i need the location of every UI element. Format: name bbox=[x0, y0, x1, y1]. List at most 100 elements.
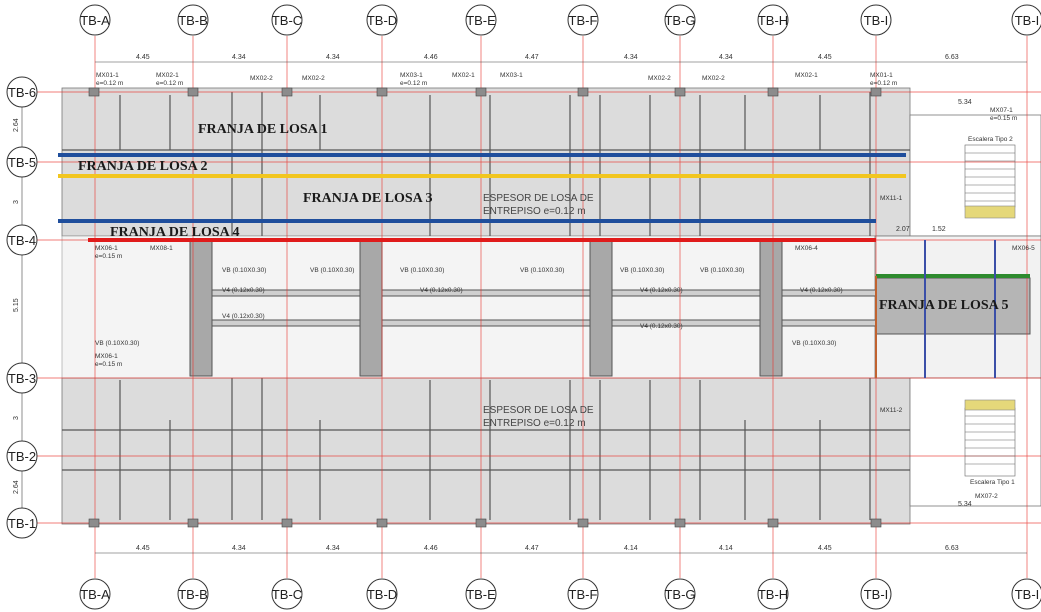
column bbox=[187, 518, 199, 528]
columns bbox=[88, 87, 882, 528]
axis-label: TB-3 bbox=[8, 371, 36, 386]
dimension: 4.46 bbox=[424, 54, 438, 61]
axis-labels-left: TB-6 TB-5 TB-4 TB-3 TB-2 TB-1 bbox=[8, 85, 36, 531]
axis-label: TB-C bbox=[272, 13, 302, 28]
corridor-wall bbox=[589, 239, 613, 377]
axis-label: TB-5 bbox=[8, 155, 36, 170]
lower-slab bbox=[61, 377, 911, 525]
dimension: 2.64 bbox=[13, 118, 20, 132]
interior-walls bbox=[62, 92, 910, 520]
wall-thickness: e=0.12 m bbox=[870, 80, 897, 87]
wall-thickness: e=0.15 m bbox=[990, 115, 1017, 122]
axis-label: TB-I bbox=[864, 587, 889, 602]
dimension-values-bottom: 4.45 4.34 4.34 4.46 4.47 4.14 4.14 4.45 … bbox=[136, 545, 959, 552]
wall-tag: MX06-1 bbox=[95, 353, 118, 360]
strip-label-3: FRANJA DE LOSA 3 bbox=[303, 191, 433, 206]
corridor-wall bbox=[759, 239, 783, 377]
wall-tag: MX08-1 bbox=[150, 245, 173, 252]
beam-label: VB (0.10X0.30) bbox=[400, 267, 444, 274]
slab-note-top-1: ESPESOR DE LOSA DE bbox=[483, 193, 594, 204]
axis-label: TB-B bbox=[178, 587, 208, 602]
wall-tag: MX11-1 bbox=[880, 195, 903, 202]
wall-tag: MX02-2 bbox=[302, 75, 325, 82]
strip-label-4: FRANJA DE LOSA 4 bbox=[110, 225, 240, 240]
slab-strips bbox=[58, 153, 1030, 378]
column bbox=[674, 518, 686, 528]
axis-label: TB-E bbox=[466, 13, 496, 28]
axis-labels-top: TB-A TB-B TB-C TB-D TB-E TB-F TB-G TB-H … bbox=[80, 13, 1039, 28]
axis-label: TB-F bbox=[569, 587, 598, 602]
dimension: 4.47 bbox=[525, 54, 539, 61]
beam-label: VB (0.10X0.30) bbox=[95, 340, 139, 347]
column bbox=[376, 518, 388, 528]
axis-label: TB-4 bbox=[8, 233, 36, 248]
axis-label: TB-A bbox=[80, 13, 110, 28]
grid-lines bbox=[36, 36, 1041, 578]
corridor-wall bbox=[359, 239, 383, 377]
beam-label: VB (0.10X0.30) bbox=[520, 267, 564, 274]
dimension: 4.45 bbox=[136, 54, 150, 61]
corridor-beams bbox=[189, 239, 1031, 377]
beam-label: VB (0.10X0.30) bbox=[222, 267, 266, 274]
column bbox=[187, 87, 199, 97]
wall-thickness: e=0.12 m bbox=[96, 80, 123, 87]
dimension: 5.15 bbox=[13, 298, 20, 312]
dimension: 2.64 bbox=[13, 480, 20, 494]
axis-bubbles-left bbox=[6, 76, 38, 539]
dimension: 4.34 bbox=[624, 54, 638, 61]
axis-label: TB-F bbox=[569, 13, 598, 28]
dimension: 4.45 bbox=[818, 54, 832, 61]
beam-label: VB (0.10X0.30) bbox=[792, 340, 836, 347]
column bbox=[674, 87, 686, 97]
wall-tag: MX02-1 bbox=[156, 72, 179, 79]
wall-tag: MX02-2 bbox=[648, 75, 671, 82]
column bbox=[475, 518, 487, 528]
dimension-values-top: 4.45 4.34 4.34 4.46 4.47 4.34 4.34 4.45 … bbox=[136, 54, 959, 61]
axis-label: TB-H bbox=[758, 587, 788, 602]
column bbox=[475, 87, 487, 97]
axis-label: TB-A bbox=[80, 587, 110, 602]
beam-labels: VB (0.10X0.30) VB (0.10X0.30) VB (0.10X0… bbox=[95, 267, 843, 347]
dimension: 4.46 bbox=[424, 545, 438, 552]
column bbox=[870, 87, 882, 97]
wall-tag: MX02-2 bbox=[702, 75, 725, 82]
wall-tag: MX07-2 bbox=[975, 493, 998, 500]
wall-tag: MX07-1 bbox=[990, 107, 1013, 114]
column bbox=[376, 87, 388, 97]
axis-label: TB-G bbox=[664, 13, 695, 28]
column bbox=[281, 87, 293, 97]
dimension: 4.45 bbox=[818, 545, 832, 552]
axis-label: TB-D bbox=[367, 587, 397, 602]
wall-thickness: e=0.12 m bbox=[400, 80, 427, 87]
dimension: 3 bbox=[13, 200, 20, 204]
axis-label: TB-I bbox=[864, 13, 889, 28]
dimension: 4.34 bbox=[719, 54, 733, 61]
axis-bubbles-top bbox=[79, 4, 1041, 36]
wall-tag: MX01-1 bbox=[96, 72, 119, 79]
middle-corridor bbox=[61, 235, 911, 379]
axis-label: TB-E bbox=[466, 587, 496, 602]
dimension: 2.07 bbox=[896, 226, 910, 233]
strip-label-1: FRANJA DE LOSA 1 bbox=[198, 122, 328, 137]
right-wing-lower bbox=[909, 377, 1041, 507]
wall-tag: MX06-1 bbox=[95, 245, 118, 252]
stair-top bbox=[964, 144, 1016, 219]
wall-tag: MX02-2 bbox=[250, 75, 273, 82]
column bbox=[577, 518, 589, 528]
column bbox=[870, 518, 882, 528]
wall-thickness: e=0.12 m bbox=[156, 80, 183, 87]
axis-labels-bottom: TB-A TB-B TB-C TB-D TB-E TB-F TB-G TB-H … bbox=[80, 587, 1039, 602]
dimension: 4.14 bbox=[624, 545, 638, 552]
column bbox=[577, 87, 589, 97]
dimension: 4.14 bbox=[719, 545, 733, 552]
axis-label: TB-6 bbox=[8, 85, 36, 100]
dimension: 4.34 bbox=[326, 545, 340, 552]
dimension: 1.52 bbox=[932, 226, 946, 233]
axis-label: TB-I bbox=[1015, 13, 1040, 28]
stair-bottom bbox=[964, 399, 1016, 477]
dimension: 5.34 bbox=[958, 99, 972, 106]
stair-core-wall bbox=[875, 277, 1031, 335]
wall-tag: MX06-4 bbox=[795, 245, 818, 252]
dimension: 3 bbox=[13, 416, 20, 420]
